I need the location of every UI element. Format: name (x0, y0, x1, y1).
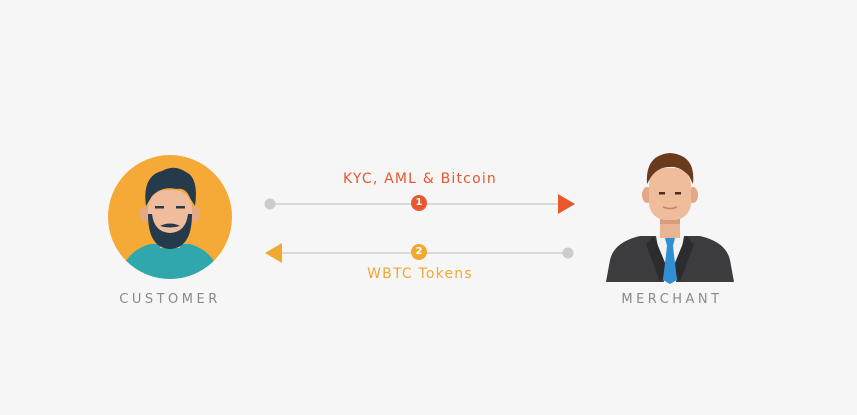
flow-1-arrowhead (558, 194, 575, 214)
flow-1-step-number: 1 (415, 197, 423, 208)
merchant-avatar-icon (606, 153, 734, 284)
flow-1-start-dot (264, 198, 276, 210)
flow-1-badge (411, 195, 427, 211)
flow-2-label: WBTC Tokens (367, 266, 473, 282)
flow-1-label: KYC, AML & Bitcoin (342, 171, 498, 187)
flow-2-arrow (265, 243, 574, 263)
flow-2-badge (411, 244, 427, 260)
flow-2-arrowhead (265, 243, 282, 263)
customer-avatar-icon (108, 155, 232, 279)
flow-2-step-number: 2 (415, 246, 423, 257)
flow-2-start-dot (562, 247, 574, 259)
flow-1-arrow (264, 194, 575, 214)
customer-label: CUSTOMER (119, 292, 221, 307)
merchant-label: MERCHANT (621, 292, 723, 307)
